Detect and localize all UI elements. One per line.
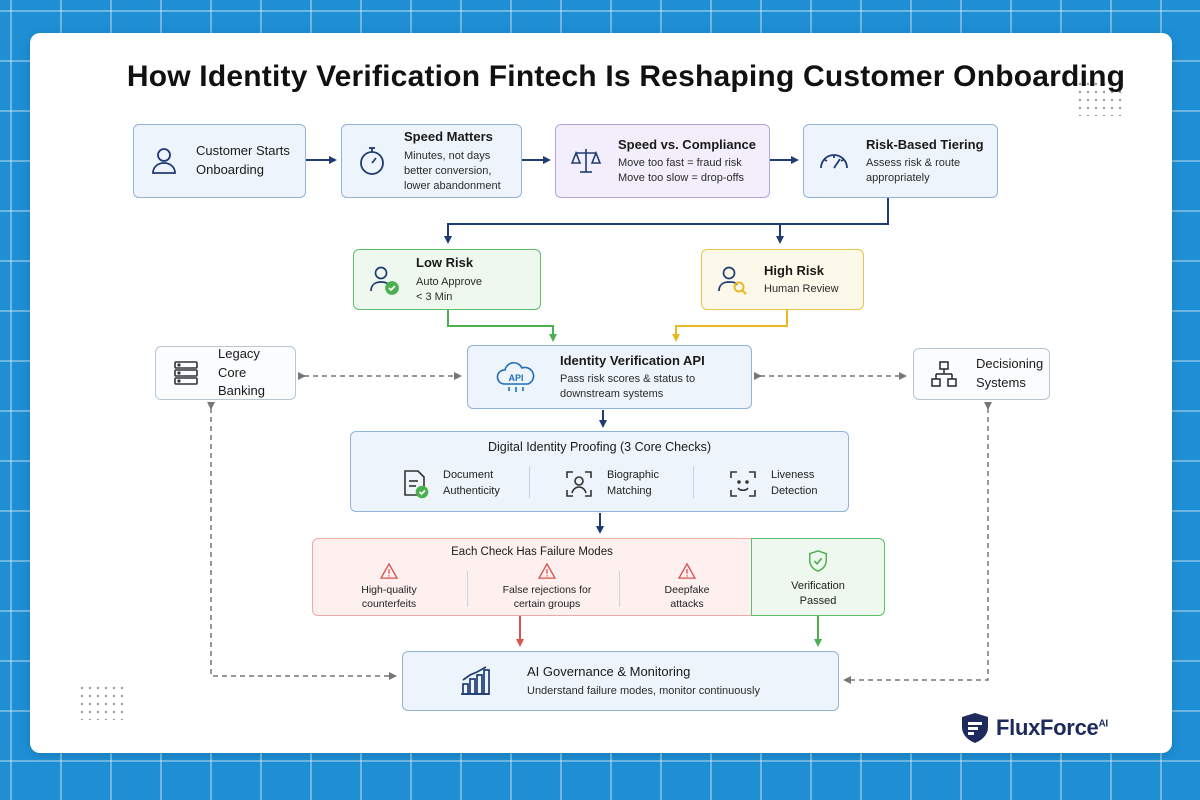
check-liveness-detection: Liveness Detection (725, 466, 817, 502)
decisioning-systems-box: Decisioning Systems (913, 348, 1050, 400)
page-title: How Identity Verification Fintech Is Res… (126, 60, 1126, 93)
legacy-core-banking-box: Legacy Core Banking (155, 346, 296, 400)
api-icon-label: API (508, 373, 523, 383)
legacy-line1: Legacy Core (218, 345, 260, 380)
speed-matters-line2: better conversion, (404, 164, 492, 177)
server-icon (168, 355, 204, 391)
failure-mode-counterfeits: High-quality counterfeits (329, 562, 449, 612)
decisioning-label: Decisioning Systems (976, 355, 1043, 393)
divider (467, 571, 468, 607)
speed-matters-box: Speed Matters Minutes, not days better c… (341, 124, 522, 198)
customer-starts-line2: Onboarding (196, 162, 264, 177)
check-bio-line1: Biographic (607, 469, 659, 482)
customer-starts-line1: Customer Starts (196, 143, 290, 159)
failure-mode-deepfake: Deepfake attacks (631, 562, 743, 612)
divider (529, 466, 530, 498)
shield-check-icon (809, 550, 827, 572)
speed-vs-compliance-line1: Move too fast = fraud risk (618, 157, 742, 170)
high-risk-heading: High Risk (764, 262, 824, 278)
api-heading: Identity Verification API (560, 352, 705, 368)
gauge-icon (816, 143, 852, 179)
logo-suffix: AI (1098, 718, 1108, 730)
customer-starts-box: Customer Starts Onboarding (133, 124, 306, 198)
scales-icon (568, 143, 604, 179)
verification-passed-panel: Verification Passed (751, 538, 885, 616)
passed-line1: Verification (791, 580, 845, 593)
risk-based-tiering-box: Risk-Based Tiering Assess risk & route a… (803, 124, 998, 198)
governance-line1: Understand failure modes, monitor contin… (527, 684, 760, 697)
legacy-core-banking-label: Legacy Core Banking (218, 345, 283, 402)
legacy-line2: Banking (218, 383, 265, 399)
logo-text: FluxForceAI (996, 715, 1108, 741)
fm-deepfake-line2: attacks (670, 598, 704, 611)
fm-rejections-line1: False rejections for (502, 584, 592, 597)
fm-deepfake-line1: Deepfake (664, 584, 710, 597)
low-risk-line2: < 3 Min (416, 290, 453, 303)
check-bio-line2: Matching (607, 485, 652, 497)
failure-modes-panel: Each Check Has Failure Modes High-qualit… (312, 538, 752, 616)
user-check-icon (366, 262, 402, 298)
divider (693, 466, 694, 498)
user-search-icon (714, 262, 750, 298)
speed-vs-compliance-box: Speed vs. Compliance Move too fast = fra… (555, 124, 770, 198)
passed-line2: Passed (799, 595, 837, 608)
ai-governance-box: AI Governance & Monitoring Understand fa… (402, 651, 839, 711)
fm-rejections-line2: certain groups (513, 598, 581, 611)
risk-based-tiering-heading: Risk-Based Tiering (866, 136, 984, 152)
stopwatch-icon (354, 143, 390, 179)
face-scan-icon (561, 466, 597, 502)
check-live-line1: Liveness (771, 469, 815, 482)
speed-matters-line3: lower abandonment (404, 179, 501, 192)
risk-based-tiering-line2: appropriately (866, 172, 930, 185)
liveness-icon (725, 466, 761, 502)
fluxforce-logo: FluxForceAI (960, 712, 1108, 744)
warning-icon (677, 562, 697, 579)
check-document-authenticity: Document Authenticity (397, 466, 500, 502)
low-risk-heading: Low Risk (416, 255, 474, 271)
check-biographic-matching: Biographic Matching (561, 466, 659, 502)
proofing-title: Digital Identity Proofing (3 Core Checks… (487, 440, 711, 454)
user-icon (146, 143, 182, 179)
decisioning-line1: Decisioning (976, 356, 1044, 372)
speed-vs-compliance-line2: Move too slow = drop-offs (618, 172, 745, 185)
check-doc-line2: Authenticity (443, 485, 500, 497)
speed-matters-line1: Minutes, not days (404, 150, 491, 162)
digital-identity-proofing-panel: Digital Identity Proofing (3 Core Checks… (350, 431, 849, 512)
verification-passed-content: Verification Passed (752, 549, 884, 609)
api-line2: downstream systems (560, 388, 664, 401)
speed-vs-compliance-heading: Speed vs. Compliance (618, 136, 756, 152)
cloud-api-icon: API (494, 359, 538, 395)
document-check-icon (397, 466, 433, 502)
low-risk-box: Low Risk Auto Approve < 3 Min (353, 249, 541, 310)
low-risk-line1: Auto Approve (416, 275, 483, 288)
customer-starts-label: Customer Starts Onboarding (196, 142, 290, 180)
identity-verification-api-box: API Identity Verification API Pass risk … (467, 345, 752, 409)
check-doc-line1: Document (443, 469, 494, 482)
governance-heading: AI Governance & Monitoring (527, 664, 691, 680)
decorative-dots (78, 684, 124, 720)
speed-matters-heading: Speed Matters (404, 129, 493, 145)
fm-counterfeits-line1: High-quality (361, 584, 417, 597)
warning-icon (379, 562, 399, 579)
check-live-line2: Detection (771, 485, 818, 497)
failure-modes-title: Each Check Has Failure Modes (451, 546, 613, 558)
high-risk-line1: Human Review (764, 283, 839, 296)
logo-name: FluxForce (996, 715, 1099, 740)
decorative-dots (1076, 80, 1122, 116)
failure-mode-false-rejections: False rejections for certain groups (483, 562, 611, 612)
bar-chart-icon (457, 663, 493, 699)
fm-counterfeits-line2: counterfeits (361, 598, 417, 611)
decisioning-line2: Systems (976, 375, 1026, 390)
risk-based-tiering-line1: Assess risk & route (866, 157, 961, 170)
warning-icon (537, 562, 557, 579)
divider (619, 571, 620, 607)
shield-logo-icon (962, 713, 988, 743)
api-line1: Pass risk scores & status to (560, 373, 696, 386)
high-risk-box: High Risk Human Review (701, 249, 864, 310)
hierarchy-icon (926, 356, 962, 392)
